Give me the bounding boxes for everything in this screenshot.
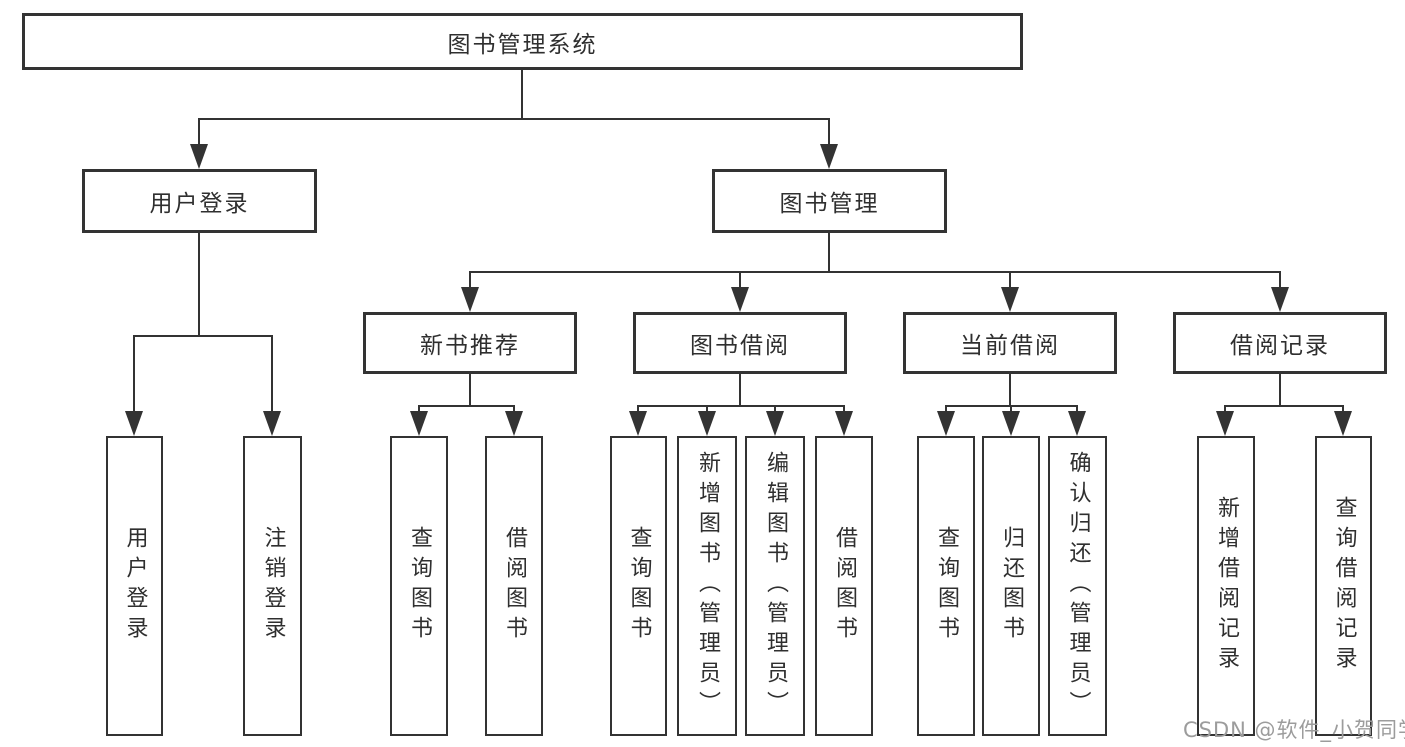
leaf-add-borrow-record: 新增借阅记录 xyxy=(1197,436,1255,736)
leaf-return-books: 归还图书 xyxy=(982,436,1040,736)
connector-drop xyxy=(1279,271,1281,288)
leaf-user-login: 用户登录 xyxy=(106,436,163,736)
connector-current-stub xyxy=(1009,374,1011,405)
arrow-down-icon xyxy=(1334,411,1352,436)
node-borrowing-records: 借阅记录 xyxy=(1173,312,1387,374)
connector-drop xyxy=(774,405,776,412)
connector-drop xyxy=(1076,405,1078,412)
connector-drop xyxy=(469,271,471,288)
node-book-management: 图书管理 xyxy=(712,169,947,233)
arrow-down-icon xyxy=(1271,287,1289,312)
leaf-logout: 注销登录 xyxy=(243,436,302,736)
leaf-edit-books-admin: 编辑图书（管理员） xyxy=(745,436,805,736)
leaf-query-borrow-record: 查询借阅记录 xyxy=(1315,436,1372,736)
connector-level2-rail xyxy=(469,271,1281,273)
connector-level1-rail xyxy=(198,118,830,120)
connector-drop xyxy=(133,335,135,412)
connector-records-rail xyxy=(1224,405,1344,407)
leaf-borrow-books: 借阅图书 xyxy=(815,436,873,736)
arrow-down-icon xyxy=(1216,411,1234,436)
arrow-down-icon xyxy=(263,411,281,436)
connector-drop xyxy=(1009,271,1011,288)
connector-user-login-stub xyxy=(198,233,200,335)
arrow-down-icon xyxy=(1002,411,1020,436)
arrow-down-icon xyxy=(698,411,716,436)
connector-drop xyxy=(271,335,273,412)
arrow-down-icon xyxy=(410,411,428,436)
connector-drop xyxy=(739,271,741,288)
connector-new-books-stub xyxy=(469,374,471,405)
connector-drop xyxy=(1342,405,1344,412)
arrow-down-icon xyxy=(835,411,853,436)
leaf-add-books-admin: 新增图书（管理员） xyxy=(677,436,737,736)
connector-drop xyxy=(1010,405,1012,412)
connector-drop xyxy=(418,405,420,412)
arrow-down-icon xyxy=(505,411,523,436)
leaf-query-books-borrowing: 查询图书 xyxy=(610,436,667,736)
connector-records-stub xyxy=(1279,374,1281,405)
connector-drop xyxy=(945,405,947,412)
leaf-borrow-books-new: 借阅图书 xyxy=(485,436,543,736)
leaf-query-books-new: 查询图书 xyxy=(390,436,448,736)
connector-new-books-rail xyxy=(418,405,515,407)
connector-user-login-rail xyxy=(133,335,273,337)
leaf-query-books-current: 查询图书 xyxy=(917,436,975,736)
node-user-login: 用户登录 xyxy=(82,169,317,233)
arrow-down-icon xyxy=(1068,411,1086,436)
connector-drop xyxy=(828,118,830,146)
node-current-borrowing: 当前借阅 xyxy=(903,312,1117,374)
leaf-confirm-return-admin: 确认归还（管理员） xyxy=(1048,436,1107,736)
connector-root-stub xyxy=(521,70,523,118)
arrow-down-icon xyxy=(190,144,208,169)
arrow-down-icon xyxy=(125,411,143,436)
node-new-book-recommendation: 新书推荐 xyxy=(363,312,577,374)
arrow-down-icon xyxy=(820,144,838,169)
connector-borrowing-rail xyxy=(637,405,845,407)
connector-drop xyxy=(198,118,200,146)
connector-borrowing-stub xyxy=(739,374,741,405)
connector-drop xyxy=(637,405,639,412)
arrow-down-icon xyxy=(1001,287,1019,312)
arrow-down-icon xyxy=(731,287,749,312)
arrow-down-icon xyxy=(629,411,647,436)
arrow-down-icon xyxy=(461,287,479,312)
arrow-down-icon xyxy=(937,411,955,436)
connector-drop xyxy=(513,405,515,412)
connector-drop xyxy=(706,405,708,412)
node-book-borrowing: 图书借阅 xyxy=(633,312,847,374)
watermark: CSDN @软件_小贺同学 xyxy=(1183,718,1405,742)
connector-drop xyxy=(843,405,845,412)
arrow-down-icon xyxy=(766,411,784,436)
connector-drop xyxy=(1224,405,1226,412)
connector-book-mgmt-stub xyxy=(828,233,830,271)
node-library-management-system: 图书管理系统 xyxy=(22,13,1023,70)
